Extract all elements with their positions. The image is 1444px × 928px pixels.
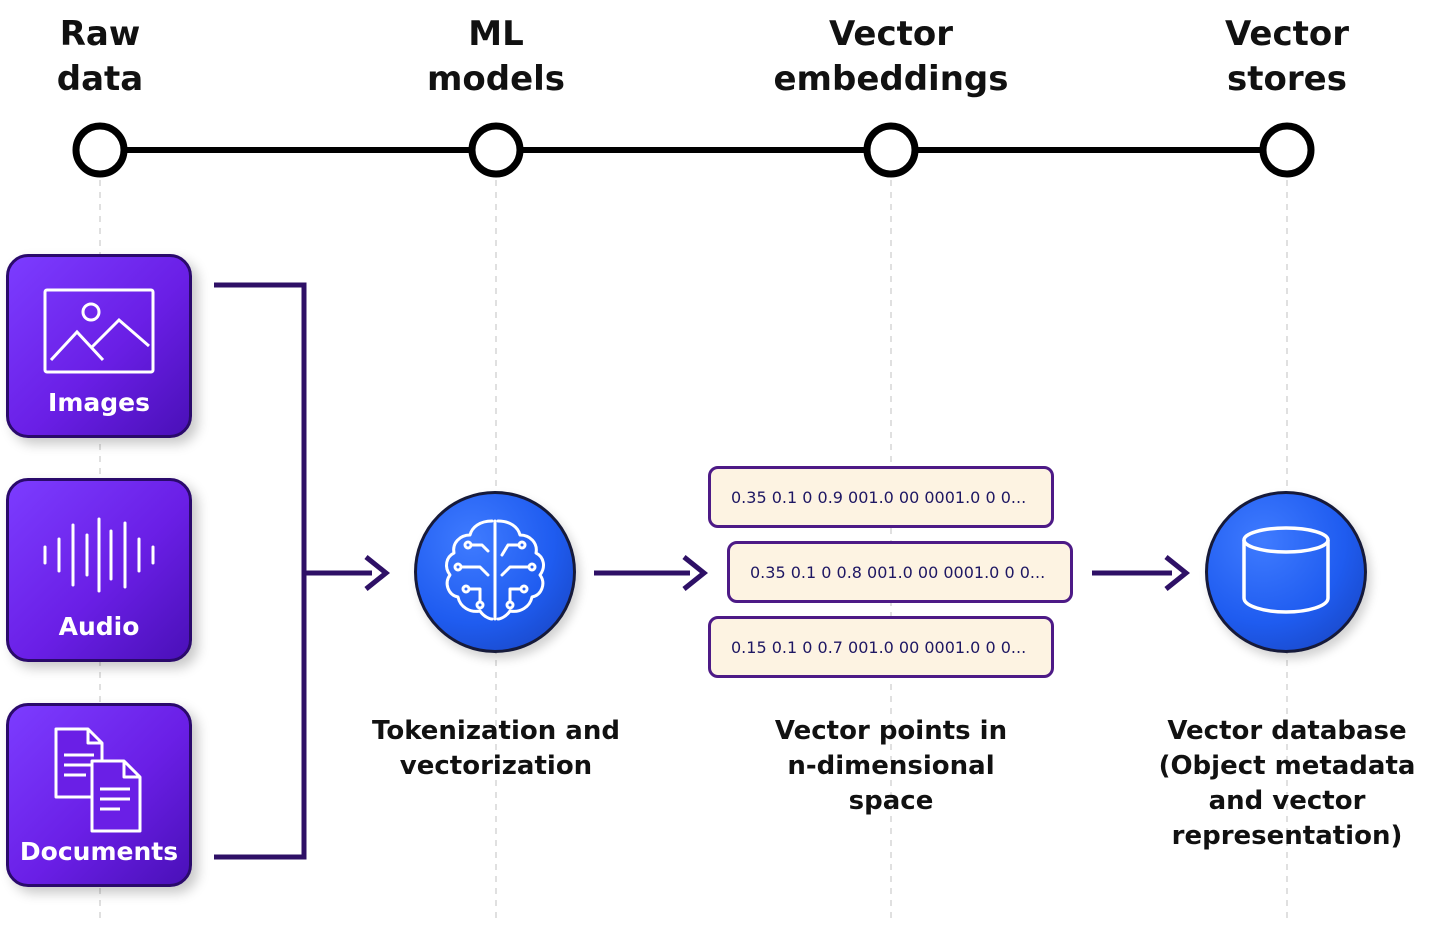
caption-vector-stores: Vector database (Object metadata and vec… — [1158, 716, 1416, 851]
source-label-images: Images — [48, 388, 150, 417]
vector-embedding-row: 0.35 0.1 0 0.8 001.0 00 0001.0 0 0... — [727, 541, 1073, 603]
source-label-documents: Documents — [19, 837, 179, 866]
audio-waveform-icon — [9, 495, 189, 615]
guide-lines — [99, 180, 1288, 920]
stage-label-ml-models: ML models — [426, 14, 566, 99]
stage-label-raw-data: Raw data — [56, 14, 144, 99]
vector-store-badge — [1205, 491, 1367, 653]
source-card-images: Images — [6, 254, 192, 438]
caption-vector-embeddings: Vector points in n-dimensional space — [774, 716, 1008, 816]
caption-ml-models: Tokenization and vectorization — [372, 716, 620, 781]
arrow-vectors-to-store — [1092, 555, 1191, 591]
database-cylinder-icon — [1238, 524, 1334, 620]
timeline-nodes — [72, 122, 1315, 178]
stage-label-vector-embeddings: Vector embeddings — [773, 14, 1009, 99]
vector-embedding-row: 0.35 0.1 0 0.9 001.0 00 0001.0 0 0... — [708, 466, 1054, 528]
arrow-ml-to-vectors — [594, 555, 709, 591]
timeline-node-raw — [72, 122, 128, 178]
brain-circuit-icon — [440, 515, 550, 629]
documents-icon — [9, 720, 189, 840]
timeline-node-ml — [468, 122, 524, 178]
source-connector — [214, 282, 391, 860]
timeline-node-embeddings — [863, 122, 919, 178]
vector-embedding-row: 0.15 0.1 0 0.7 001.0 00 0001.0 0 0... — [708, 616, 1054, 678]
ml-model-badge — [414, 491, 576, 653]
image-icon — [9, 271, 189, 391]
source-card-audio: Audio — [6, 478, 192, 662]
source-card-documents: Documents — [6, 703, 192, 887]
timeline-node-stores — [1259, 122, 1315, 178]
source-label-audio: Audio — [58, 612, 140, 641]
stage-label-vector-stores: Vector stores — [1224, 14, 1350, 99]
